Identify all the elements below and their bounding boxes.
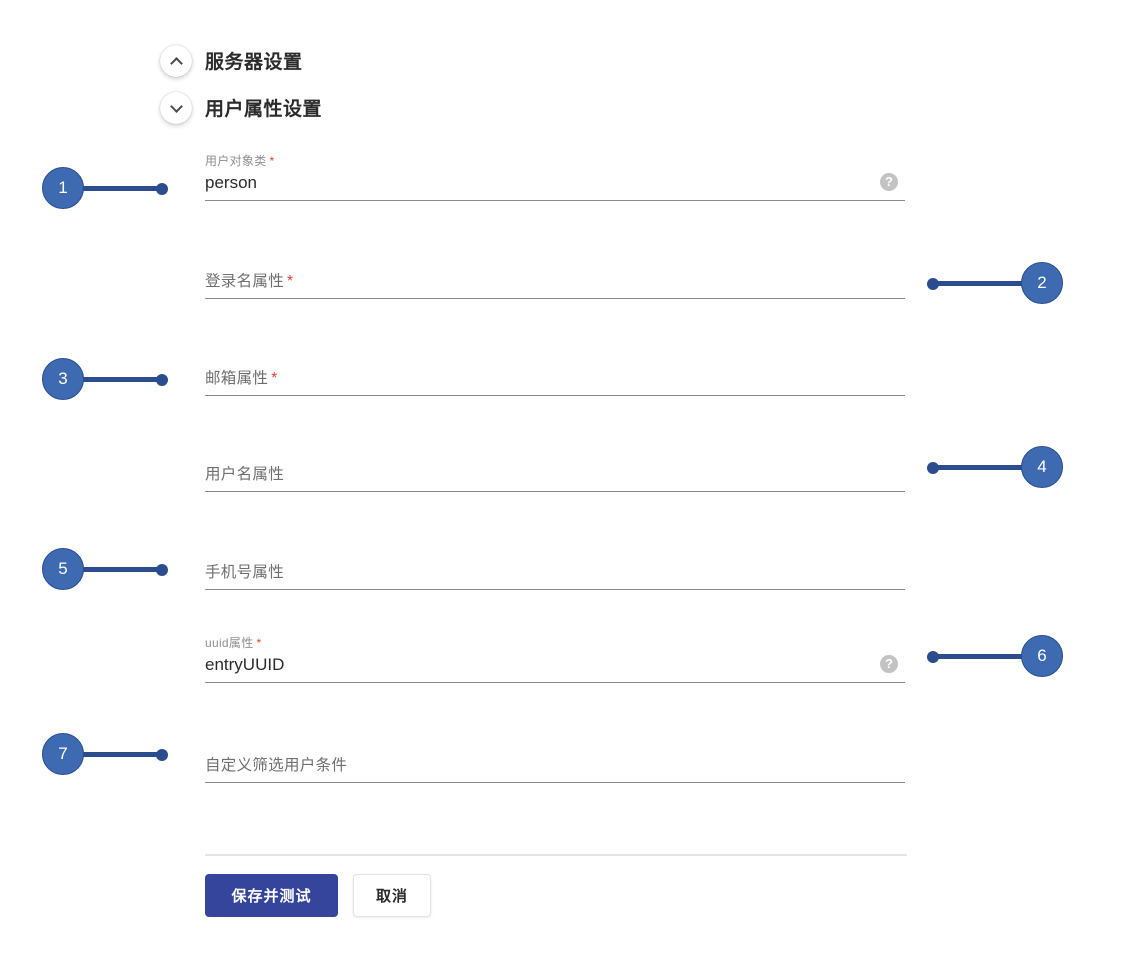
callout-7: 7 xyxy=(42,733,172,777)
required-asterisk: * xyxy=(256,636,262,650)
section-toggle-user-attributes[interactable] xyxy=(160,92,192,124)
login-name-attribute-field[interactable]: 登录名属性* xyxy=(205,264,905,299)
field-label: uuid属性* xyxy=(205,636,262,650)
custom-user-filter-field[interactable]: 自定义筛选用户条件 xyxy=(205,748,905,783)
callout-4: 4 xyxy=(927,446,1063,490)
field-placeholder: 手机号属性 xyxy=(205,564,285,581)
callout-line xyxy=(80,752,162,757)
save-and-test-button[interactable]: 保存并测试 xyxy=(205,874,338,917)
callout-dot xyxy=(156,563,168,576)
callout-1: 1 xyxy=(42,167,172,211)
callout-line xyxy=(935,654,1025,659)
callout-line xyxy=(935,465,1025,470)
callout-3: 3 xyxy=(42,358,172,402)
callout-dot xyxy=(927,650,939,663)
form-divider xyxy=(205,854,907,856)
user-object-class-field[interactable]: 用户对象类* person xyxy=(205,152,905,201)
uuid-attribute-field[interactable]: uuid属性* entryUUID xyxy=(205,634,905,683)
username-attribute-field[interactable]: 用户名属性 xyxy=(205,457,905,492)
field-label: 用户对象类* xyxy=(205,154,275,168)
callout-dot xyxy=(927,277,939,290)
callout-number-badge: 2 xyxy=(1021,262,1063,304)
section-title-server-settings: 服务器设置 xyxy=(205,52,303,73)
cancel-button[interactable]: 取消 xyxy=(353,874,431,917)
required-asterisk: * xyxy=(269,154,275,168)
section-toggle-server-settings[interactable] xyxy=(160,45,192,77)
email-attribute-field[interactable]: 邮箱属性* xyxy=(205,361,905,396)
callout-number-badge: 7 xyxy=(42,733,84,775)
callout-dot xyxy=(927,461,939,474)
callout-5: 5 xyxy=(42,548,172,592)
chevron-down-icon xyxy=(170,100,183,113)
field-placeholder: 用户名属性 xyxy=(205,466,285,483)
callout-number-badge: 3 xyxy=(42,358,84,400)
callout-line xyxy=(80,567,162,572)
callout-number-badge: 1 xyxy=(42,167,84,209)
required-asterisk: * xyxy=(271,370,278,387)
help-icon[interactable] xyxy=(880,655,898,673)
callout-number-badge: 4 xyxy=(1021,446,1063,488)
phone-attribute-field[interactable]: 手机号属性 xyxy=(205,555,905,590)
field-placeholder: 登录名属性* xyxy=(205,273,294,290)
field-placeholder: 邮箱属性* xyxy=(205,370,278,387)
callout-line xyxy=(935,281,1025,286)
chevron-up-icon xyxy=(170,57,183,70)
callout-number-badge: 6 xyxy=(1021,635,1063,677)
field-placeholder: 自定义筛选用户条件 xyxy=(205,757,348,774)
callout-line xyxy=(80,186,162,191)
callout-dot xyxy=(156,182,168,195)
callout-line xyxy=(80,377,162,382)
field-value: person xyxy=(205,173,257,192)
callout-6: 6 xyxy=(927,635,1063,679)
field-value: entryUUID xyxy=(205,655,285,674)
section-title-user-attributes: 用户属性设置 xyxy=(205,99,323,120)
callout-dot xyxy=(156,748,168,761)
callout-number-badge: 5 xyxy=(42,548,84,590)
callout-dot xyxy=(156,373,168,386)
callout-2: 2 xyxy=(927,262,1063,306)
help-icon[interactable] xyxy=(880,173,898,191)
required-asterisk: * xyxy=(287,273,294,290)
